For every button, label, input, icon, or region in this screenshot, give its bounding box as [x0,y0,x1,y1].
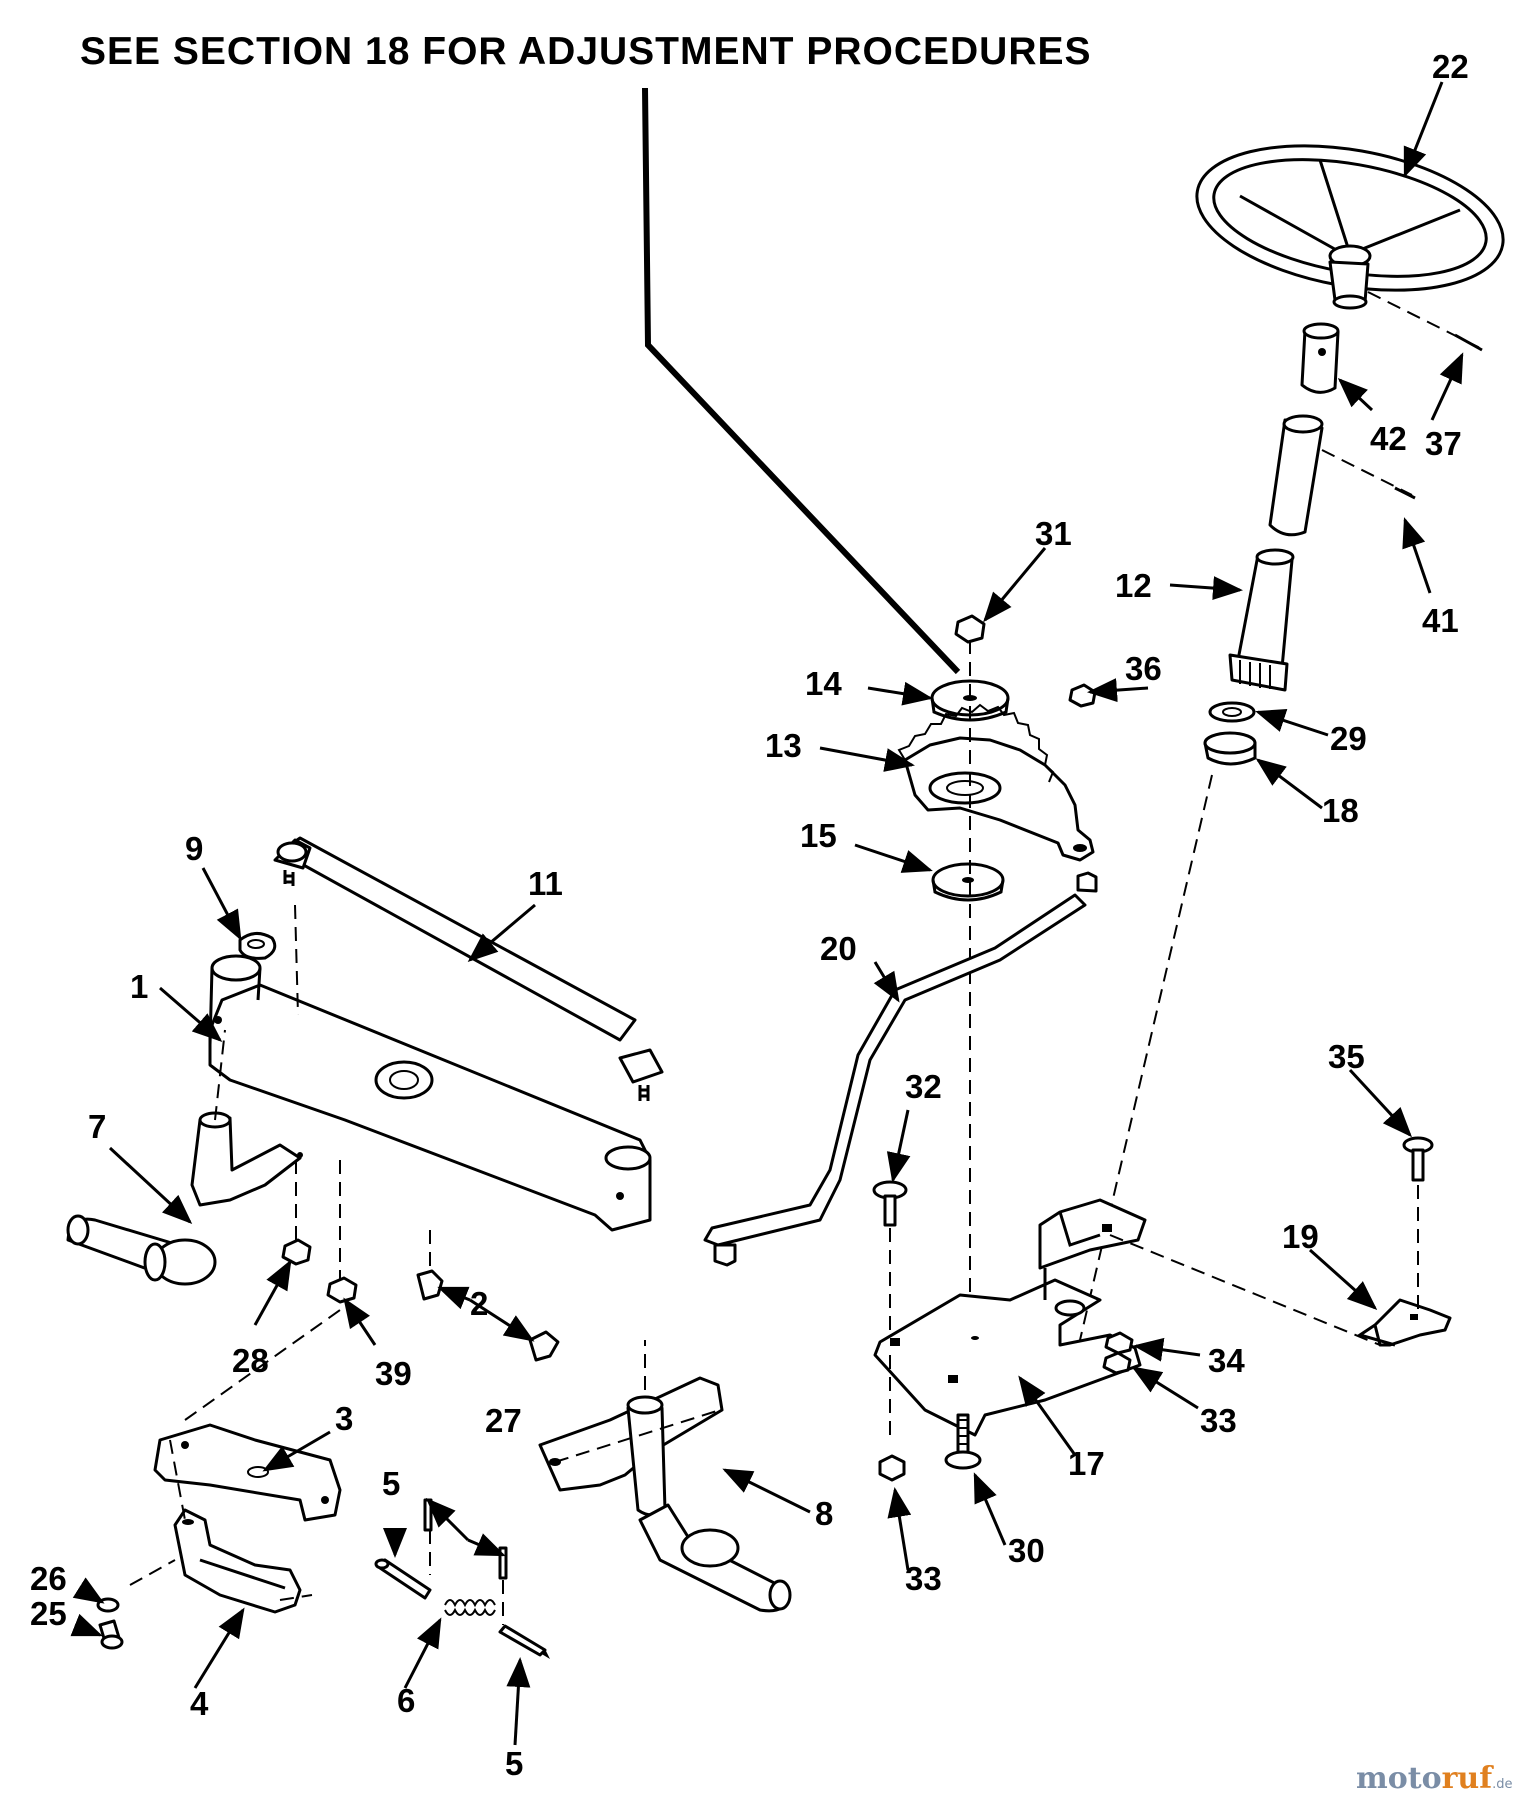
callout-31: 31 [1035,515,1072,552]
clip-9 [238,932,277,960]
callout-8: 8 [815,1495,833,1532]
callout-22: 22 [1432,48,1469,85]
watermark-suffix: .de [1492,1777,1512,1792]
svg-text:motoruf.de: motoruf.de [1356,1761,1513,1796]
spindle-7 [66,1111,303,1286]
spindle-8 [538,1376,792,1613]
nut-36 [1068,683,1097,708]
pin-41 [1321,449,1413,496]
callout-30: 30 [1008,1532,1045,1569]
bolt-32 [872,1180,908,1227]
drag-link-20 [703,871,1098,1267]
callout-leaders [70,81,1464,1746]
nut-39 [326,1276,358,1304]
callout-13: 13 [765,727,802,764]
callout-17: 17 [1068,1445,1105,1482]
section-reference-leader [642,87,961,675]
steering-wheel [1195,144,1505,310]
watermark-part2: ruf [1442,1761,1495,1796]
callout-28: 28 [232,1342,269,1379]
callout-3: 3 [335,1400,353,1437]
bolt-30 [944,1413,982,1470]
watermark-part1: moto [1356,1761,1442,1796]
callout-34: 34 [1208,1342,1245,1379]
callout-14: 14 [805,665,842,702]
pin-5-lower [498,1624,550,1659]
steering-shaft-upper [1268,414,1324,537]
nut-34 [1104,1331,1134,1355]
callout-42: 42 [1370,420,1407,457]
callout-11: 11 [528,865,563,902]
callout-5-lower: 5 [505,1745,523,1782]
callout-26: 26 [30,1560,67,1597]
callout-33-lower: 33 [905,1560,942,1597]
nut-33-lower [878,1454,906,1482]
callout-6: 6 [397,1682,415,1719]
callout-39: 39 [375,1355,412,1392]
callout-20: 20 [820,930,857,967]
callout-35: 35 [1328,1038,1365,1075]
callout-41: 41 [1422,602,1459,639]
axle-bracket-3 [153,1423,342,1522]
callout-7: 7 [88,1108,106,1145]
callout-18: 18 [1322,792,1359,829]
callout-1: 1 [130,968,148,1005]
callout-25: 25 [30,1595,67,1632]
callout-labels: 22 42 37 12 41 31 14 36 29 13 18 15 9 11… [30,48,1469,1782]
nut-31 [954,614,986,644]
washer-15 [931,862,1005,902]
spring-6 [444,1599,496,1616]
steering-coupler-42 [1300,322,1340,394]
support-bracket-17 [873,1198,1147,1437]
washer-29 [1208,701,1256,723]
callout-12: 12 [1115,567,1152,604]
nut-28 [281,1238,312,1266]
front-axle-1 [208,954,652,1232]
axle-pivot-4 [173,1508,302,1614]
steering-shaft-12 [1228,548,1295,692]
callout-29: 29 [1330,720,1367,757]
diagram-title: SEE SECTION 18 FOR ADJUSTMENT PROCEDURES [80,30,1092,73]
callout-9: 9 [185,830,203,867]
callout-15: 15 [800,817,837,854]
callout-32: 32 [905,1068,942,1105]
callout-5-upper: 5 [382,1465,400,1502]
bracket-19 [1356,1298,1452,1347]
callout-33-upper: 33 [1200,1402,1237,1439]
callout-2: 2 [470,1285,488,1322]
bolt-35 [1402,1136,1434,1182]
callout-4: 4 [190,1685,209,1722]
sector-gear-13 [897,703,1095,862]
callout-36: 36 [1125,650,1162,687]
bushing-18 [1203,731,1257,766]
watermark-logo: motoruf.de [1356,1761,1513,1796]
tie-rod-11 [273,836,664,1101]
bolt-25 [98,1619,124,1650]
nut-33-upper [1102,1351,1132,1375]
callout-37: 37 [1425,425,1462,462]
callout-27: 27 [485,1402,522,1439]
pin-5-upper [374,1558,432,1600]
callout-19: 19 [1282,1218,1319,1255]
